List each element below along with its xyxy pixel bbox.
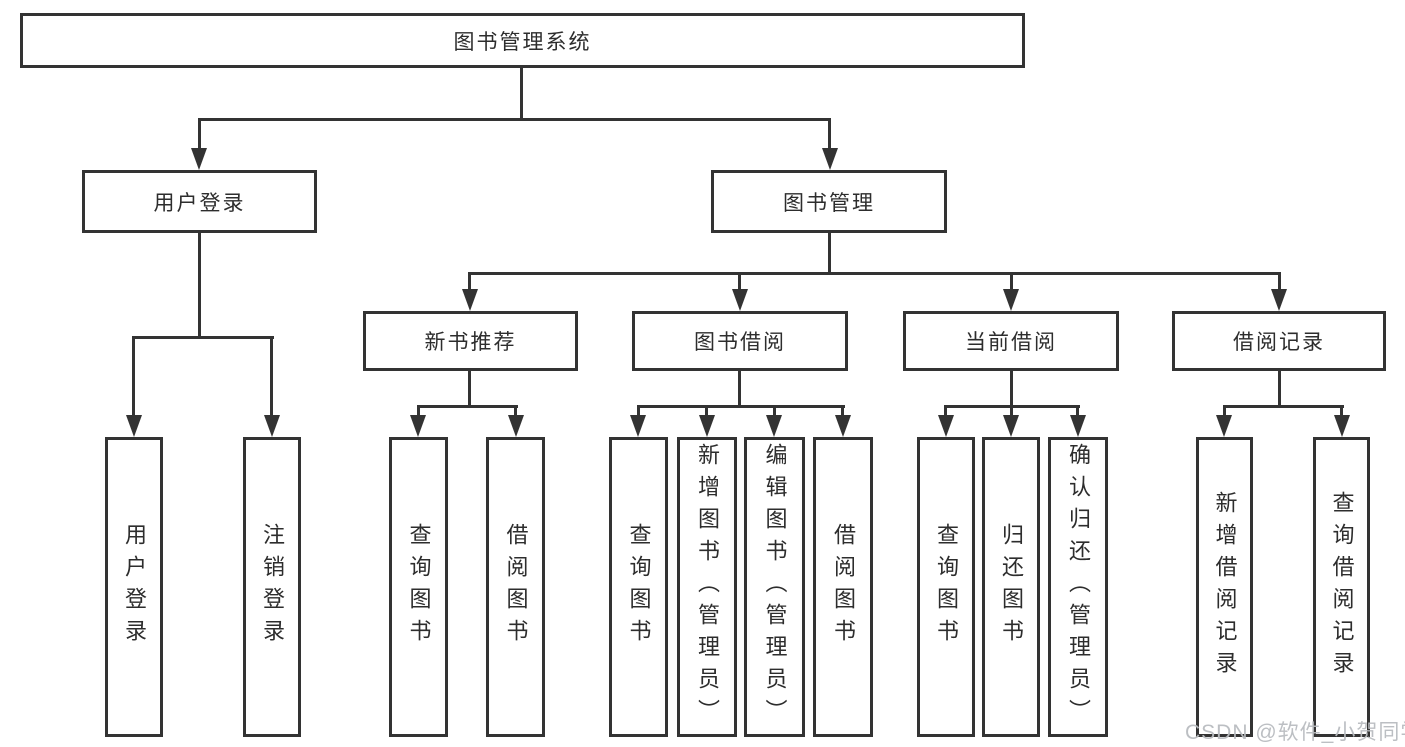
arrowhead-down-icon [126, 415, 142, 437]
connector-drop [132, 336, 135, 417]
arrowhead-down-icon [264, 415, 280, 437]
arrowhead-down-icon [630, 415, 646, 437]
connector-bookmgmt-stem [828, 233, 831, 272]
node-book-management: 图书管理 [711, 170, 947, 233]
connector-stem [1278, 371, 1281, 405]
arrowhead-down-icon [1003, 289, 1019, 311]
connector-stem [468, 371, 471, 405]
arrowhead-down-icon [835, 415, 851, 437]
leaf-cb-return-book-label: 归还图书 [999, 523, 1024, 651]
arrowhead-down-icon [1334, 415, 1350, 437]
node-user-login-label: 用户登录 [153, 191, 246, 215]
node-book-borrowing: 图书借阅 [632, 311, 848, 371]
node-current-borrowing: 当前借阅 [903, 311, 1119, 371]
node-root: 图书管理系统 [20, 13, 1025, 68]
connector-drop [1010, 405, 1013, 417]
connector-drop [514, 405, 517, 417]
arrowhead-down-icon [766, 415, 782, 437]
leaf-cb-confirm-return-admin-label: 确认归还（管理员） [1066, 443, 1091, 731]
leaf-nbr-borrow-book-label: 借阅图书 [503, 523, 529, 651]
connector-userlogin-stem [198, 233, 201, 336]
leaf-bb-borrow-book-label: 借阅图书 [831, 523, 856, 651]
connector-drop [417, 405, 420, 417]
connector-drop [705, 405, 708, 417]
connector-drop [270, 336, 273, 417]
leaf-br-add-record-label: 新增借阅记录 [1212, 491, 1238, 683]
node-user-login: 用户登录 [82, 170, 317, 233]
node-book-borrowing-label: 图书借阅 [694, 331, 786, 354]
leaf-nbr-query-book: 查询图书 [389, 437, 448, 737]
node-current-borrowing-label: 当前借阅 [965, 331, 1057, 354]
connector-drop [841, 405, 844, 417]
node-new-book-recommend: 新书推荐 [363, 311, 578, 371]
arrowhead-down-icon [699, 415, 715, 437]
leaf-logout-label: 注销登录 [260, 523, 285, 651]
connector-drop [1340, 405, 1343, 417]
connector-drop [1223, 405, 1226, 417]
node-borrowing-records: 借阅记录 [1172, 311, 1386, 371]
connector-drop [944, 405, 947, 417]
connector-drop [828, 118, 831, 150]
leaf-bb-borrow-book: 借阅图书 [813, 437, 873, 737]
arrowhead-down-icon [938, 415, 954, 437]
connector-bus [417, 405, 518, 408]
leaf-bb-edit-book-admin-label: 编辑图书（管理员） [762, 443, 788, 731]
connector-root-stem [520, 68, 523, 118]
node-new-book-recommend-label: 新书推荐 [424, 331, 517, 354]
leaf-bb-query-book: 查询图书 [609, 437, 668, 737]
leaf-br-query-record: 查询借阅记录 [1313, 437, 1370, 737]
node-root-label: 图书管理系统 [453, 30, 592, 54]
leaf-bb-query-book-label: 查询图书 [626, 523, 652, 651]
leaf-br-query-record-label: 查询借阅记录 [1329, 491, 1355, 683]
arrowhead-down-icon [1070, 415, 1086, 437]
connector-level3-bus [469, 272, 1281, 275]
leaf-bb-edit-book-admin: 编辑图书（管理员） [744, 437, 805, 737]
leaf-bb-add-book-admin-label: 新增图书（管理员） [695, 443, 720, 731]
node-borrowing-records-label: 借阅记录 [1233, 331, 1325, 354]
arrowhead-down-icon [822, 148, 838, 170]
arrowhead-down-icon [410, 415, 426, 437]
connector-drop [468, 272, 471, 292]
leaf-nbr-borrow-book: 借阅图书 [486, 437, 545, 737]
arrowhead-down-icon [732, 289, 748, 311]
csdn-watermark: CSDN @软件_小贺同学 [1185, 721, 1405, 744]
arrowhead-down-icon [1216, 415, 1232, 437]
connector-drop [738, 272, 741, 292]
connector-level2-bus [198, 118, 831, 121]
connector-userlogin-bus [133, 336, 274, 339]
node-book-management-label: 图书管理 [783, 191, 875, 215]
leaf-cb-return-book: 归还图书 [982, 437, 1040, 737]
arrowhead-down-icon [1003, 415, 1019, 437]
leaf-cb-confirm-return-admin: 确认归还（管理员） [1048, 437, 1108, 737]
leaf-cb-query-book-label: 查询图书 [934, 523, 959, 651]
leaf-logout: 注销登录 [243, 437, 301, 737]
connector-drop [198, 118, 201, 150]
connector-stem [1010, 371, 1013, 405]
leaf-user-login-label: 用户登录 [122, 523, 147, 651]
leaf-nbr-query-book-label: 查询图书 [406, 523, 432, 651]
connector-stem [738, 371, 741, 405]
connector-drop [1010, 272, 1013, 292]
arrowhead-down-icon [508, 415, 524, 437]
connector-bus [637, 405, 845, 408]
connector-drop [637, 405, 640, 417]
connector-drop [1278, 272, 1281, 292]
leaf-bb-add-book-admin: 新增图书（管理员） [677, 437, 737, 737]
arrowhead-down-icon [1271, 289, 1287, 311]
arrowhead-down-icon [462, 289, 478, 311]
connector-drop [1076, 405, 1079, 417]
leaf-br-add-record: 新增借阅记录 [1196, 437, 1253, 737]
leaf-cb-query-book: 查询图书 [917, 437, 975, 737]
leaf-user-login: 用户登录 [105, 437, 163, 737]
connector-drop [773, 405, 776, 417]
arrowhead-down-icon [191, 148, 207, 170]
connector-bus [1223, 405, 1344, 408]
